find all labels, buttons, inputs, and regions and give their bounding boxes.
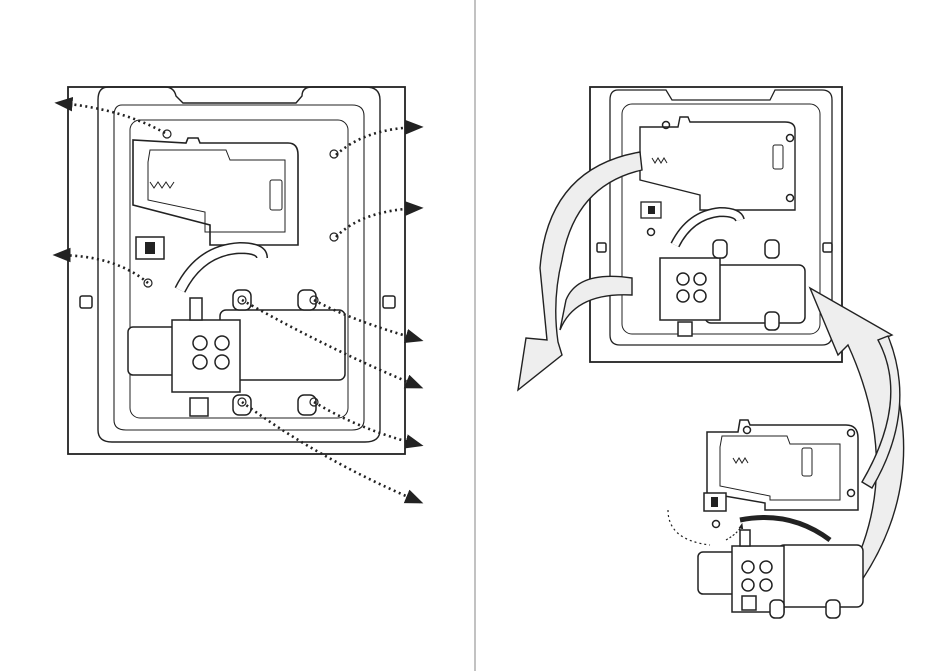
rotation-hint [668, 510, 710, 545]
exploded-parts [698, 420, 863, 618]
battery-holder-exploded [707, 420, 858, 510]
right-assembly [590, 87, 842, 362]
pump-exploded [698, 530, 863, 618]
